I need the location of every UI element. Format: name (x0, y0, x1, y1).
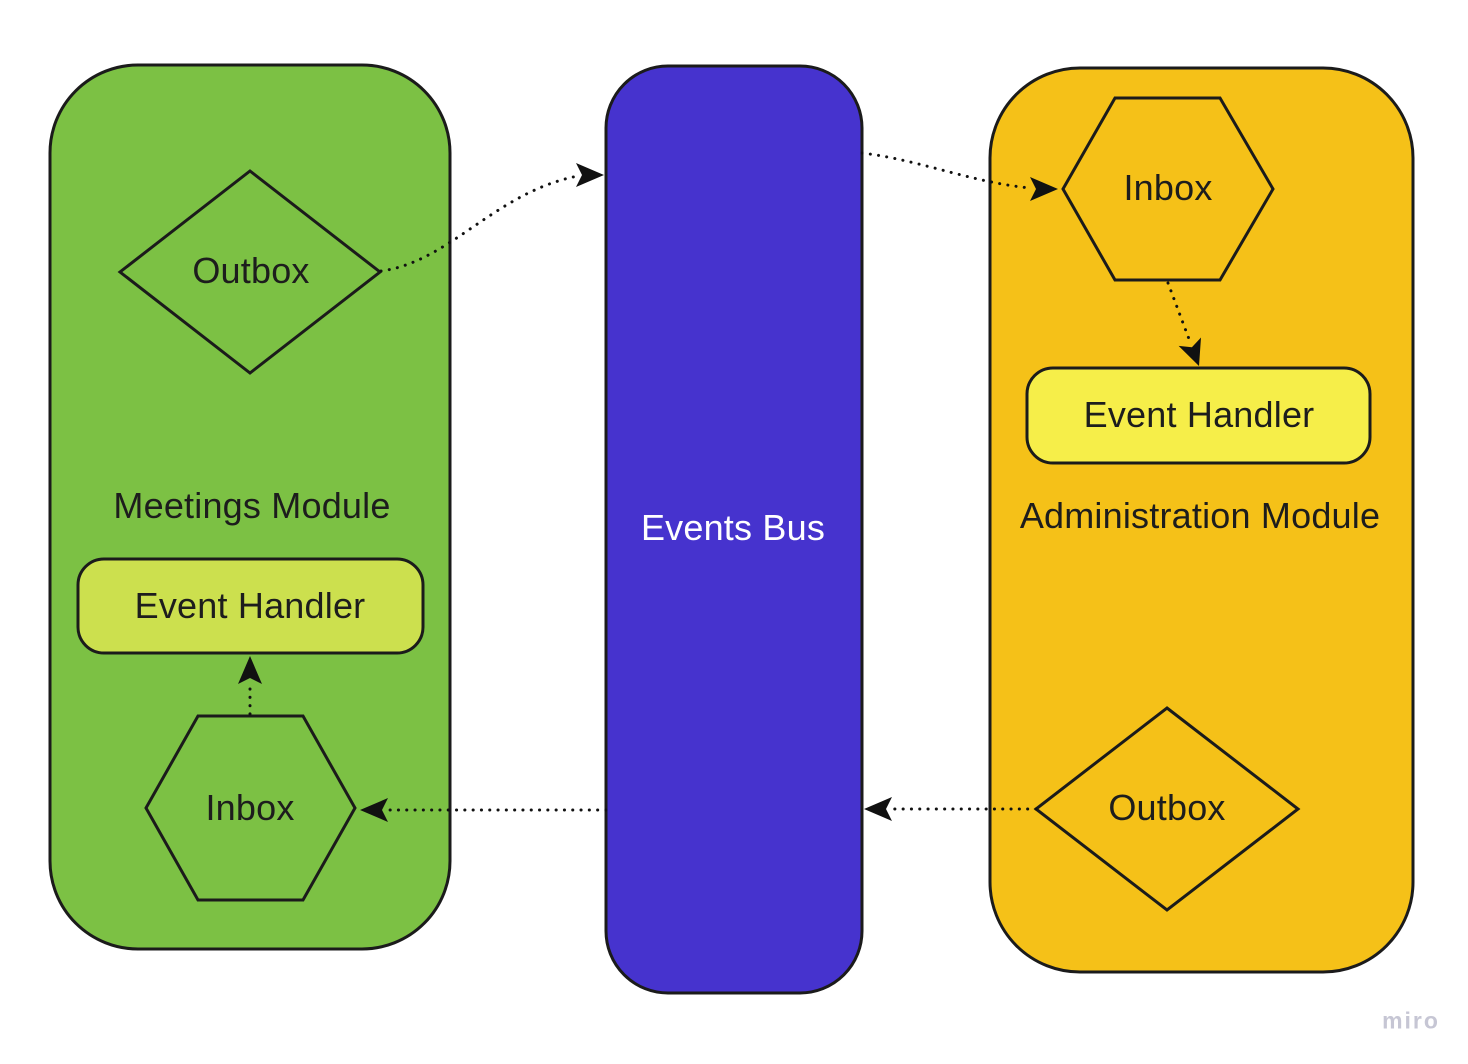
events-bus-container[interactable] (604, 64, 864, 995)
connector-bus-to-administration-inbox[interactable] (860, 151, 1058, 201)
miro-watermark: miro (1382, 1007, 1440, 1034)
arrowhead-into-meetings-inbox (360, 798, 388, 822)
administration-module-title: Administration Module (1019, 495, 1381, 536)
administration-inbox-label: Inbox (1123, 167, 1213, 208)
arrowhead-into-bus-right (864, 797, 892, 821)
connector-admin-outbox-to-bus[interactable] (864, 797, 1038, 821)
connector-admin-inbox-to-event-handler[interactable] (1166, 281, 1201, 366)
arrowhead-into-admin-inbox (1030, 177, 1058, 201)
administration-module-container[interactable] (988, 66, 1415, 974)
meetings-outbox-label: Outbox (192, 250, 310, 291)
connector-bus-to-meetings-inbox[interactable] (360, 798, 608, 822)
connector-meetings-outbox-to-bus[interactable] (379, 163, 604, 273)
meetings-inbox-hexagon[interactable] (144, 714, 357, 902)
connector-meetings-inbox-to-event-handler[interactable] (238, 656, 262, 716)
arrowhead-into-meetings-event-handler (238, 656, 262, 684)
meetings-event-handler-label: Event Handler (134, 585, 366, 626)
arrowhead-into-bus-left (576, 163, 604, 187)
arrowhead-into-admin-event-handler (1178, 337, 1201, 366)
administration-outbox-diamond[interactable] (1033, 706, 1301, 912)
administration-event-handler-box[interactable] (1025, 366, 1372, 465)
meetings-outbox-diamond[interactable] (117, 169, 383, 375)
meetings-module-title: Meetings Module (113, 485, 391, 526)
administration-event-handler-label: Event Handler (1083, 394, 1315, 435)
administration-outbox-label: Outbox (1108, 787, 1226, 828)
meetings-inbox-label: Inbox (205, 787, 295, 828)
administration-inbox-hexagon[interactable] (1061, 96, 1275, 282)
meetings-event-handler-box[interactable] (76, 557, 425, 655)
events-bus-title: Events Bus (640, 507, 826, 548)
